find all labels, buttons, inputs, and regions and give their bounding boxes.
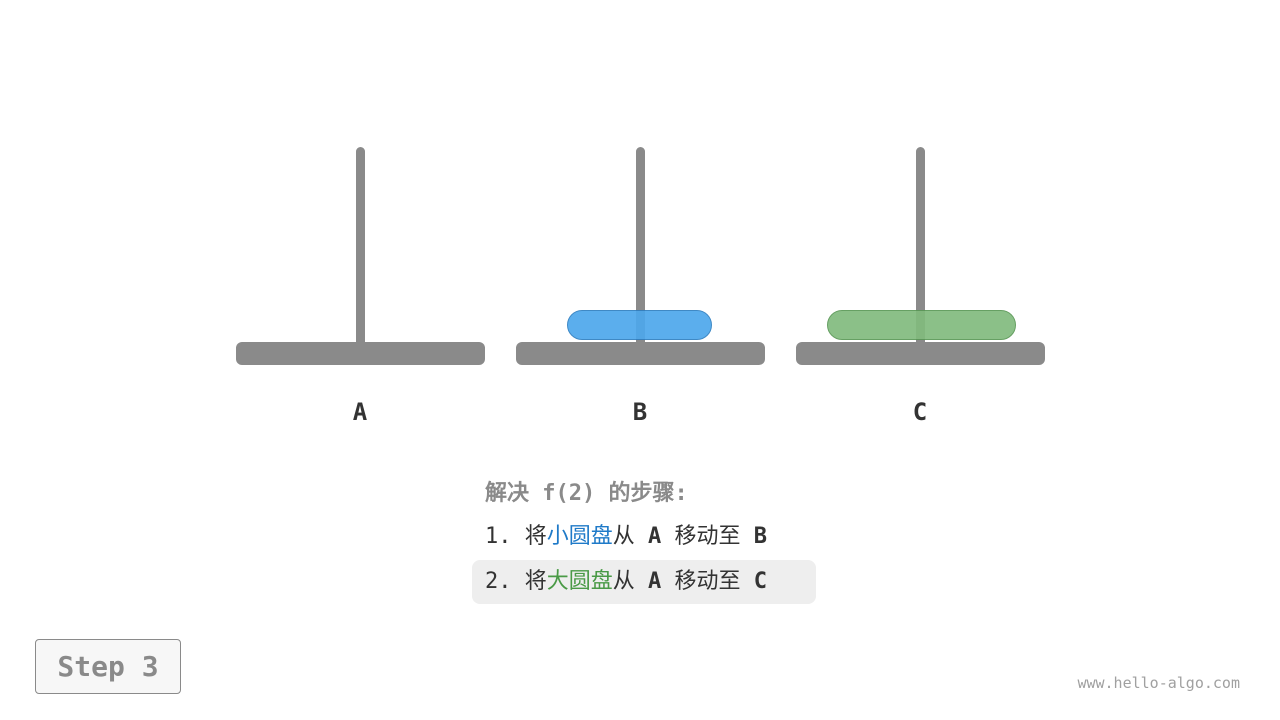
peg-label-c: C [912,398,928,426]
steps-title: 解决 f(2) 的步骤: [485,481,688,506]
rod-b [636,147,645,347]
base-a [236,342,485,365]
step-text: 移动至 [661,569,754,594]
base-b [516,342,765,365]
watermark: www.hello-algo.com [1077,674,1240,692]
step-number: 2. [485,569,512,594]
from-peg: A [648,569,662,594]
peg-label-b: B [632,398,648,426]
to-peg: C [753,569,768,594]
step-button[interactable]: Step 3 [35,639,181,694]
peg-label-a: A [352,398,368,426]
step-text: 将 [511,569,547,594]
large-disk [827,310,1016,340]
step-text: 从 [612,524,649,549]
step-item-1: 1. 将小圆盘从 A 移动至 B [472,515,812,559]
step-text: 移动至 [661,524,754,549]
rod-c [916,147,925,347]
rod-a [356,147,365,347]
to-peg: B [753,524,768,549]
step-text: 从 [612,569,649,594]
steps-panel: 解决 f(2) 的步骤: 1. 将小圆盘从 A 移动至 B 2. 将大圆盘从 A… [472,474,816,604]
small-disk [567,310,712,340]
large-disk-word: 大圆盘 [546,569,613,594]
base-c [796,342,1045,365]
step-number: 1. [485,524,512,549]
step-text: 将 [511,524,547,549]
step-item-2: 2. 将大圆盘从 A 移动至 C [472,560,816,604]
from-peg: A [648,524,662,549]
small-disk-word: 小圆盘 [546,524,613,549]
